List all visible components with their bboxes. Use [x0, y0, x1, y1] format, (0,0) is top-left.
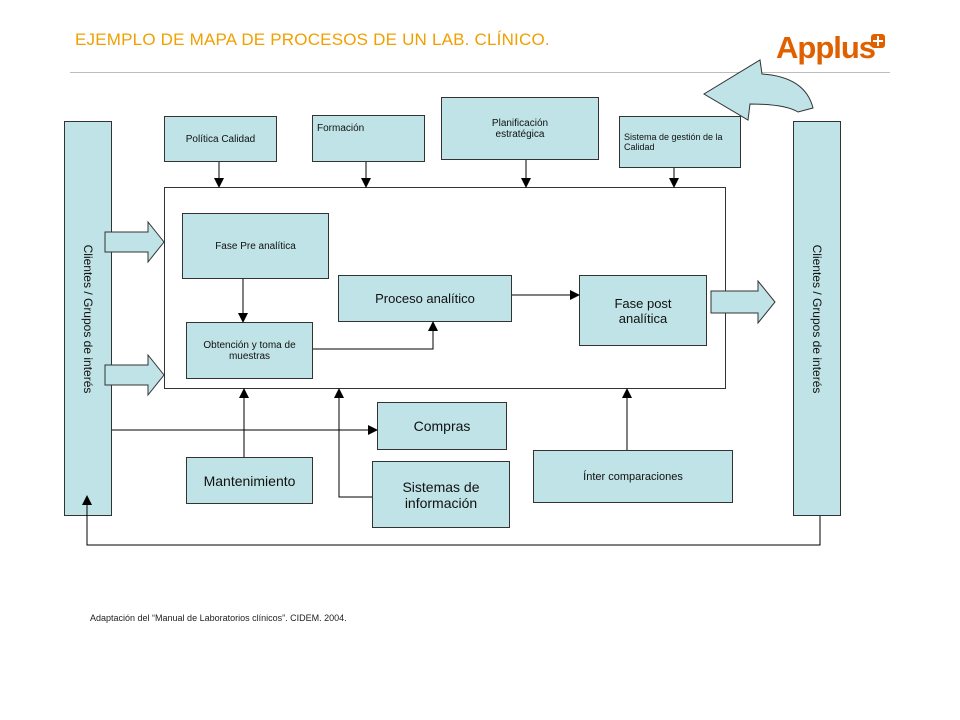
right-clients-panel: Clientes / Grupos de interés	[793, 121, 841, 516]
proceso-analitico-label: Proceso analítico	[375, 291, 475, 306]
footnote-source: Adaptación del “Manual de Laboratorios c…	[90, 613, 347, 623]
arrow-sistemas-up	[334, 388, 372, 498]
fase-post-analitica-label: Fase post analítica	[614, 295, 672, 326]
fase-post-analitica-box: Fase post analítica	[579, 275, 707, 346]
fase-pre-analitica-box: Fase Pre analítica	[182, 213, 329, 279]
compras-label: Compras	[413, 418, 471, 434]
inter-comparaciones-label: Ínter comparaciones	[583, 470, 683, 483]
arrow-feedback-loop	[82, 495, 821, 546]
planificacion-estrategica-label: Planificación estratégica	[491, 117, 549, 140]
obtencion-muestras-label: Obtención y toma de muestras	[203, 339, 296, 362]
sistemas-informacion-label: Sistemas de información	[402, 478, 480, 511]
block-arrow-input-bottom	[104, 353, 165, 397]
header-divider	[70, 72, 890, 73]
curved-feedback-arrow	[703, 59, 814, 121]
block-arrow-output	[710, 279, 776, 325]
page-title: EJEMPLO DE MAPA DE PROCESOS DE UN LAB. C…	[75, 30, 550, 49]
applus-logo: Applus	[776, 30, 876, 65]
fase-pre-analitica-label: Fase Pre analítica	[215, 240, 296, 252]
left-clients-panel: Clientes / Grupos de interés	[64, 121, 112, 516]
arrow-obtencion-to-proceso	[313, 321, 438, 350]
sistema-gestion-calidad-label: Sistema de gestión de la Calidad	[624, 132, 723, 152]
formacion-label: Formación	[317, 123, 365, 134]
sistemas-informacion-box: Sistemas de información	[372, 461, 510, 528]
logo-plus-icon	[871, 34, 885, 48]
planificacion-estrategica-box: Planificación estratégica	[441, 97, 599, 160]
proceso-analitico-box: Proceso analítico	[338, 275, 512, 322]
mantenimiento-box: Mantenimiento	[186, 457, 313, 504]
obtencion-muestras-box: Obtención y toma de muestras	[186, 322, 313, 379]
mantenimiento-label: Mantenimiento	[203, 472, 296, 489]
block-arrow-input-top	[104, 220, 165, 264]
politica-calidad-box: Política Calidad	[164, 116, 277, 162]
compras-box: Compras	[377, 402, 507, 450]
politica-calidad-label: Política Calidad	[185, 133, 256, 145]
formacion-box: Formación	[312, 115, 425, 162]
sistema-gestion-calidad-box: Sistema de gestión de la Calidad	[619, 116, 741, 168]
inter-comparaciones-box: Ínter comparaciones	[533, 450, 733, 503]
